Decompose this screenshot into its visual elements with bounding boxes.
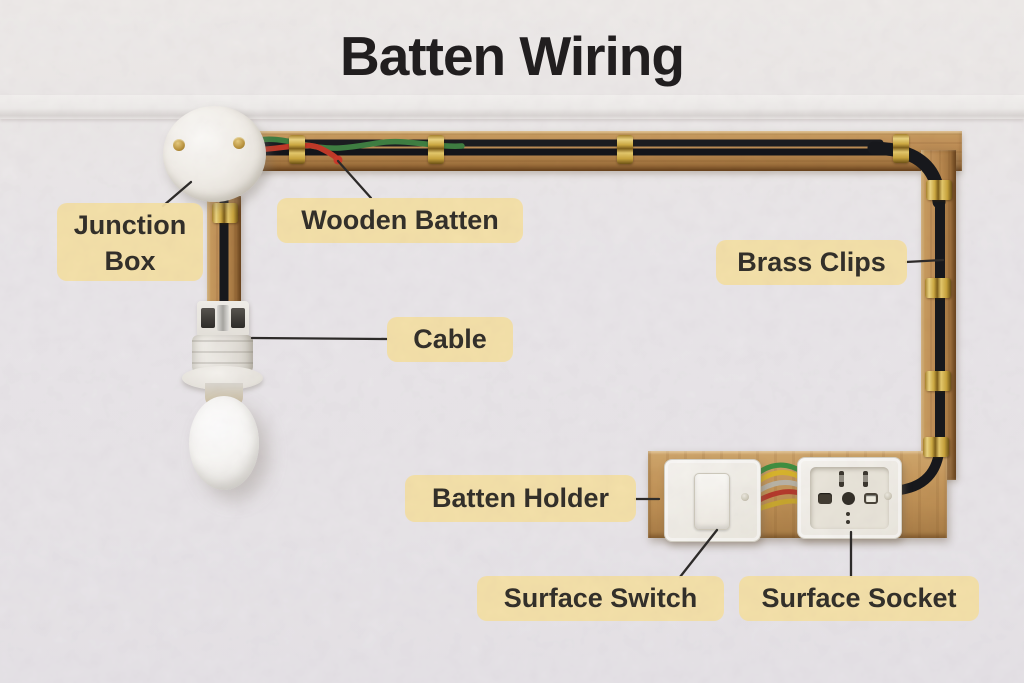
label-wooden-batten: Wooden Batten	[277, 198, 523, 243]
wall-ledge	[0, 95, 1024, 119]
holder-chrome-tab	[217, 305, 229, 331]
label-surface-socket: Surface Socket	[739, 576, 979, 621]
socket-dot-hole	[846, 520, 850, 524]
label-surface-switch: Surface Switch	[477, 576, 724, 621]
brass-clip	[428, 135, 444, 164]
brass-clip	[923, 437, 949, 457]
wooden-batten-horizontal	[224, 131, 962, 171]
screw-icon	[741, 493, 749, 501]
label-batten-holder: Batten Holder	[405, 475, 636, 522]
page-title: Batten Wiring	[340, 25, 685, 87]
junction-box	[163, 106, 266, 202]
label-junction-box: Junction Box	[57, 203, 203, 281]
holder-window	[231, 308, 245, 328]
holder-window	[201, 308, 215, 328]
switch-rocker	[694, 473, 730, 530]
screw-icon	[173, 139, 185, 151]
light-bulb	[189, 396, 259, 490]
surface-socket	[797, 457, 902, 539]
label-cable: Cable	[387, 317, 513, 362]
brass-clip	[212, 203, 238, 223]
brass-clip	[925, 371, 951, 391]
label-brass-clips: Brass Clips	[716, 240, 907, 285]
socket-hole	[818, 493, 832, 504]
screw-icon	[884, 492, 892, 500]
surface-switch	[664, 459, 761, 542]
leader-cable	[250, 336, 389, 341]
screw-icon	[233, 137, 245, 149]
brass-clip	[617, 135, 633, 164]
brass-clip	[289, 135, 305, 164]
brass-clip	[925, 278, 951, 298]
brass-clip	[893, 134, 909, 163]
socket-pin-hole	[839, 471, 844, 487]
socket-hole	[864, 493, 878, 504]
socket-hole	[842, 492, 855, 505]
brass-clip	[926, 180, 952, 200]
socket-dot-hole	[846, 512, 850, 516]
socket-recess	[810, 467, 889, 529]
batten-holder-top	[197, 301, 249, 337]
socket-pin-hole	[863, 471, 868, 487]
